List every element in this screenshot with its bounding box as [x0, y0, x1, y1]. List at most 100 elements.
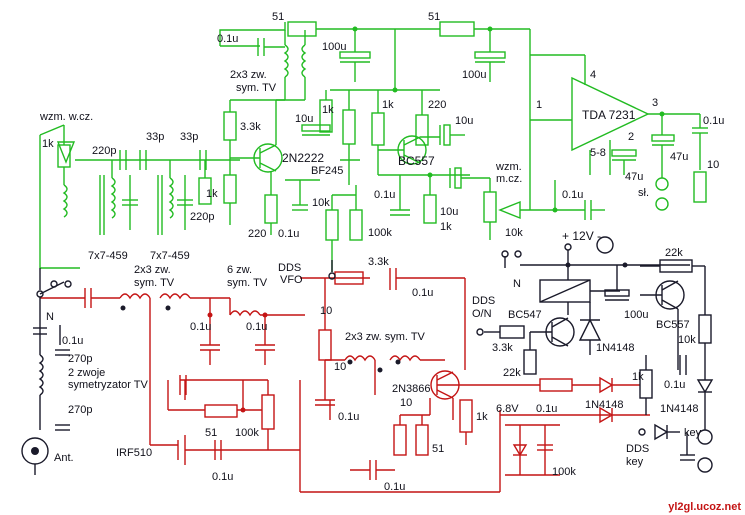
- label-r51-top2: 51: [428, 11, 440, 23]
- rx-section: [39, 21, 708, 272]
- label-wzm-wcz: wzm. w.cz.: [39, 111, 93, 123]
- label-xfmr-top-b: sym. TV: [236, 82, 277, 94]
- label-r3.3k-blk: 3.3k: [492, 342, 513, 354]
- label-r1k-mid: 1k: [206, 188, 218, 200]
- label-coil-a: 7x7-459: [88, 250, 128, 262]
- tx-section: [40, 268, 650, 493]
- label-c01u-right: 0.1u: [703, 115, 724, 127]
- label-ind6-a: 6 zw.: [227, 264, 252, 276]
- label-c47u-a: 47u: [670, 151, 688, 163]
- label-supply: + 12V -: [562, 229, 601, 243]
- label-ind6-b: sym. TV: [227, 277, 268, 289]
- label-r1k-blk: 1k: [632, 371, 644, 383]
- label-dds-key-a: DDS: [626, 443, 649, 455]
- label-c01u-red4: 0.1u: [338, 411, 359, 423]
- label-r1k-c: 1k: [440, 221, 452, 233]
- label-c33p-a: 33p: [146, 131, 164, 143]
- label-xfmr-top-a: 2x3 zw.: [230, 69, 267, 81]
- label-n-left: N: [46, 311, 54, 323]
- label-irf510: IRF510: [116, 447, 152, 459]
- label-c100u-2: 100u: [462, 69, 486, 81]
- label-c01u-blk2: 0.1u: [536, 403, 557, 415]
- potentiometer-10k: [483, 191, 497, 223]
- label-r10-red3: 10: [400, 397, 412, 409]
- transformer-tx1-b: [159, 293, 191, 300]
- label-pin58: 5-8: [590, 147, 606, 159]
- resistor-51-red: [204, 404, 238, 418]
- label-c10u-c: 10u: [440, 206, 458, 218]
- label-xfmr-red1-a: 2x3 zw.: [134, 264, 171, 276]
- label-r220-bot: 220: [248, 228, 266, 240]
- amplifier-tda7231: [571, 76, 650, 152]
- label-r51-top: 51: [272, 11, 284, 23]
- label-coil-b: 7x7-459: [150, 250, 190, 262]
- label-pin2: 2: [628, 131, 634, 143]
- transformer-tx2-b: [389, 355, 421, 362]
- label-dds-vfo-a: DDS: [278, 262, 301, 274]
- label-wzm-mcz-a: wzm.: [495, 161, 522, 173]
- label-sym-b: symetryzator TV: [68, 379, 149, 391]
- label-c-top: 0.1u: [217, 33, 238, 45]
- label-bc547: BC547: [508, 309, 542, 321]
- potentiometer-100k: [261, 394, 275, 430]
- label-c220p-b: 220p: [190, 211, 214, 223]
- label-c01u-red5: 0.1u: [212, 471, 233, 483]
- label-c220p-a: 220p: [92, 145, 116, 157]
- diode-1n4148: [578, 318, 602, 341]
- control-section: [21, 236, 714, 475]
- label-c01u-red6: 0.1u: [384, 481, 405, 493]
- label-r22k-top: 22k: [665, 247, 683, 259]
- label-c01u-red3: 0.1u: [246, 321, 267, 333]
- label-dds-on-a: DDS: [472, 295, 495, 307]
- label-r10k-blk: 10k: [678, 334, 696, 346]
- label-2n2222: 2N2222: [282, 151, 324, 165]
- label-c01u-mid: 0.1u: [278, 228, 299, 240]
- label-r10: 10: [707, 159, 719, 171]
- label-r1k-b: 1k: [382, 99, 394, 111]
- label-bf245: BF245: [311, 165, 343, 177]
- label-key: key: [684, 427, 702, 439]
- label-xfmr-red2: 2x3 zw. sym. TV: [345, 331, 426, 343]
- label-r220-top: 220: [428, 99, 446, 111]
- label-pin3: 3: [652, 97, 658, 109]
- label-c10u-b: 10u: [455, 115, 473, 127]
- label-2n3866: 2N3866: [392, 383, 431, 395]
- label-c47u-b: 47u: [625, 171, 643, 183]
- label-r100k: 100k: [368, 227, 392, 239]
- label-bc557-blk: BC557: [656, 319, 690, 331]
- label-c10u-a: 10u: [295, 113, 313, 125]
- label-r51-red: 51: [432, 443, 444, 455]
- label-c100k: 100k: [552, 466, 576, 478]
- label-pin1: 1: [536, 99, 542, 111]
- resistor-51-top: [287, 21, 317, 37]
- label-r100k-red: 100k: [235, 427, 259, 439]
- label-c01u-mid2: 0.1u: [374, 189, 395, 201]
- inductor-6zw: [229, 310, 261, 317]
- label-c33p-b: 33p: [180, 131, 198, 143]
- transformer-tx1-a: [119, 293, 151, 300]
- label-r1k-left: 1k: [42, 138, 54, 150]
- label-r1k-red: 1k: [476, 411, 488, 423]
- label-d1n4148-c: 1N4148: [660, 403, 699, 415]
- transformer-tx2-a: [344, 355, 376, 362]
- site-credit: yl2gl.ucoz.net: [668, 501, 741, 513]
- label-speaker: sł.: [638, 187, 649, 199]
- component-labels: 0.1u 51 51 100u 100u 2x3 zw. sym. TV 3.3…: [39, 11, 724, 493]
- diode-1n4148-c: [696, 379, 714, 394]
- label-c01u-mcz: 0.1u: [562, 189, 583, 201]
- label-sym-a: 2 zwoje: [68, 367, 105, 379]
- label-c01u-blk1: 0.1u: [664, 379, 685, 391]
- label-r3.3k: 3.3k: [240, 121, 261, 133]
- label-c270p-b: 270p: [68, 404, 92, 416]
- label-xfmr-red1-b: sym. TV: [134, 277, 175, 289]
- label-r10-red: 10: [320, 305, 332, 317]
- label-bc557-top: BC557: [398, 154, 435, 168]
- label-r22k-blk: 22k: [503, 367, 521, 379]
- label-c01u-red2: 0.1u: [190, 321, 211, 333]
- label-r3.3k-red: 3.3k: [368, 256, 389, 268]
- resistor-51-top-2: [439, 21, 475, 37]
- label-c270p-a: 270p: [68, 353, 92, 365]
- label-wzm-mcz-b: m.cz.: [496, 173, 522, 185]
- transformer-top-coil-b: [301, 44, 307, 78]
- label-ant: Ant.: [54, 452, 74, 464]
